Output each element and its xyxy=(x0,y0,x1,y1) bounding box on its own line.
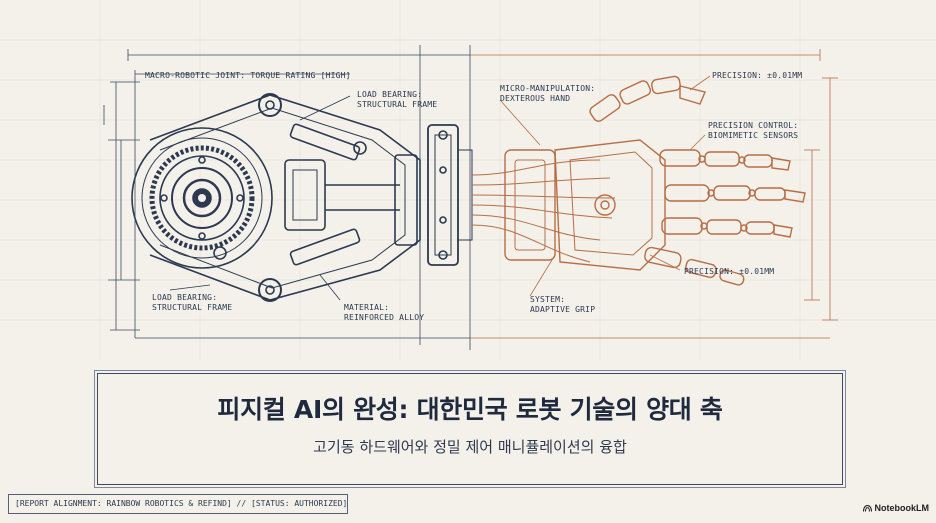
leader-lines-copper xyxy=(499,75,711,297)
label-precision-top: PRECISION: ±0.01MM xyxy=(712,71,803,80)
blueprint-grid xyxy=(0,0,936,360)
label-system-detail: ADAPTIVE GRIP xyxy=(530,305,596,314)
leader-lines-blue xyxy=(169,95,351,301)
label-precision-bottom: PRECISION: ±0.01MM xyxy=(684,267,775,276)
title-frame: 피지컬 AI의 완성: 대한민국 로봇 기술의 양대 축 고기동 하드웨어와 정… xyxy=(94,370,846,488)
dimension-lines-right xyxy=(470,49,838,339)
label-precision-control-detail: BIOMIMETIC SENSORS xyxy=(708,131,799,140)
report-status-box: [REPORT ALIGNMENT: RAINBOW ROBOTICS & RE… xyxy=(8,494,348,514)
label-macro-joint: MACRO-ROBOTIC JOINT: TORQUE RATING [HIGH… xyxy=(145,71,351,80)
label-load-bearing-bottom-detail: STRUCTURAL FRAME xyxy=(152,303,233,312)
label-material-title: MATERIAL: xyxy=(344,303,390,312)
report-status-text: [REPORT ALIGNMENT: RAINBOW ROBOTICS & RE… xyxy=(15,499,348,508)
label-micro-manipulation-detail: DEXTEROUS HAND xyxy=(500,94,571,103)
brand-name: NotebookLM xyxy=(874,503,930,513)
label-micro-manipulation-title: MICRO-MANIPULATION: xyxy=(500,84,596,93)
label-material-detail: REINFORCED ALLOY xyxy=(344,313,425,322)
brand-watermark: NotebookLM xyxy=(862,503,930,513)
label-load-bearing-bottom-title: LOAD BEARING: xyxy=(152,293,218,302)
label-load-bearing-top-title: LOAD BEARING: xyxy=(357,90,423,99)
label-precision-control-title: PRECISION CONTROL: xyxy=(708,121,799,130)
dexterous-hand xyxy=(471,75,806,286)
label-load-bearing-top-detail: STRUCTURAL FRAME xyxy=(357,100,438,109)
mechanical-joint xyxy=(131,93,473,302)
page-subtitle: 고기동 하드웨어와 정밀 제어 매니퓰레이션의 융합 xyxy=(313,438,627,456)
label-system-title: SYSTEM: xyxy=(530,295,566,304)
notebooklm-logo-icon xyxy=(862,504,872,512)
page-title: 피지컬 AI의 완성: 대한민국 로봇 기술의 양대 축 xyxy=(217,395,723,424)
